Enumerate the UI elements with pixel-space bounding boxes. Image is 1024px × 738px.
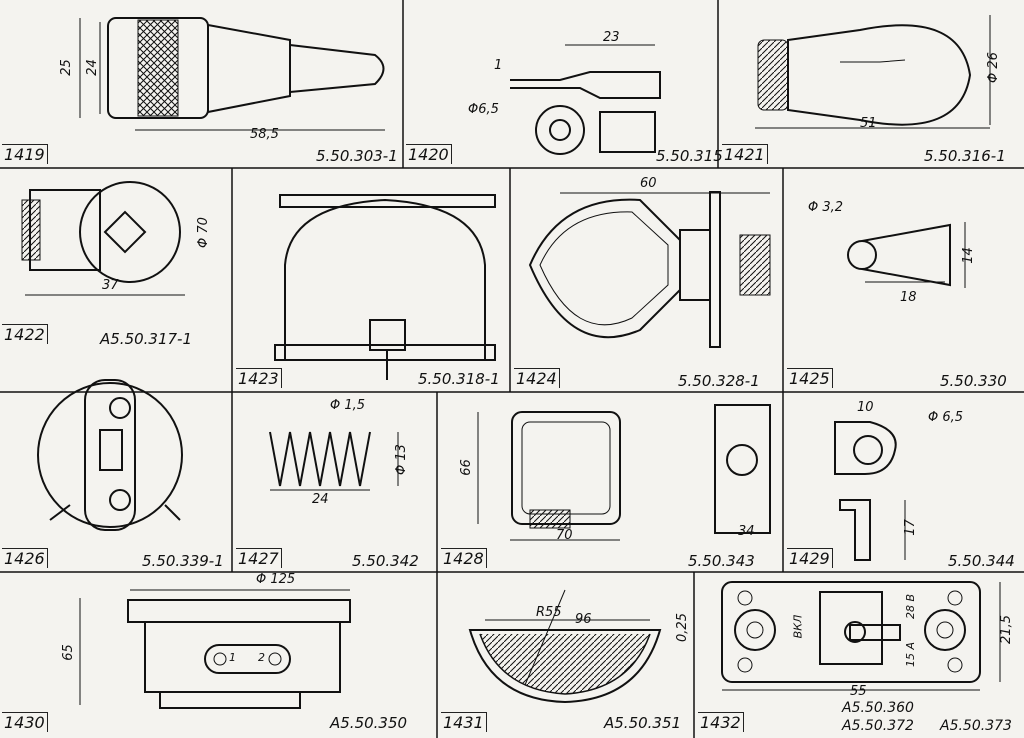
part-number-1421: 1421 xyxy=(722,144,768,164)
part-code-1424: 5.50.328-1 xyxy=(678,372,760,390)
dim-1419-a: 25 xyxy=(58,59,74,76)
part-1427-drawing xyxy=(269,431,399,491)
part-code-1432-b: А5.50.372 xyxy=(842,718,914,734)
part-number-1428: 1428 xyxy=(441,548,487,568)
dim-1425-b: 14 xyxy=(960,247,976,264)
part-1428-drawing xyxy=(477,404,771,541)
dim-1425-a: Φ 3,2 xyxy=(808,200,844,215)
part-code-1425: 5.50.330 xyxy=(940,372,1007,390)
dim-1430-c: 1 xyxy=(229,651,236,664)
dim-1431-c: 0,25 xyxy=(674,613,690,642)
dim-1420-a: 23 xyxy=(603,30,620,45)
part-1429-drawing xyxy=(834,421,906,561)
part-1421-drawing xyxy=(755,15,991,129)
dim-1427-c: 24 xyxy=(312,492,329,507)
part-code-1431: А5.50.351 xyxy=(604,714,682,732)
part-number-1429: 1429 xyxy=(787,548,833,568)
dim-1428-a: 66 xyxy=(458,459,474,476)
part-number-1423: 1423 xyxy=(236,368,282,388)
part-code-1421: 5.50.316-1 xyxy=(924,147,1006,165)
dim-1420-b: 1 xyxy=(494,58,503,73)
part-number-1420: 1420 xyxy=(406,144,452,164)
part-1422-drawing xyxy=(21,181,185,296)
label-1432-current: 15 А xyxy=(904,641,918,668)
dim-1424-a: 60 xyxy=(640,176,657,191)
label-1432-vkl: ВКЛ xyxy=(791,614,805,639)
dim-1429-c: 17 xyxy=(902,519,918,536)
dim-1428-c: 34 xyxy=(738,524,755,539)
dim-1419-c: 58,5 xyxy=(250,127,279,142)
dim-1430-b: 65 xyxy=(60,644,76,661)
part-number-1427: 1427 xyxy=(236,548,282,568)
dim-1432-a: 55 xyxy=(850,684,867,699)
dim-1422-a: Φ 70 xyxy=(195,217,211,248)
part-code-1427: 5.50.342 xyxy=(352,552,419,570)
part-number-1432: 1432 xyxy=(698,712,744,732)
part-1431-drawing xyxy=(468,589,662,704)
part-number-1431: 1431 xyxy=(441,712,487,732)
part-code-1428: 5.50.343 xyxy=(688,552,755,570)
part-1419-drawing xyxy=(79,17,385,131)
part-number-1422: 1422 xyxy=(2,324,48,344)
part-code-1429: 5.50.344 xyxy=(948,552,1015,570)
dim-1431-b: 96 xyxy=(575,612,592,627)
dim-1429-b: Φ 6,5 xyxy=(928,410,964,425)
dim-1430-a: Φ 125 xyxy=(256,572,296,587)
part-code-1422: А5.50.317-1 xyxy=(100,330,193,348)
part-code-1430: А5.50.350 xyxy=(330,714,408,732)
dim-1420-c: Φ6,5 xyxy=(468,102,499,117)
part-1430-drawing xyxy=(79,589,351,709)
part-1425-drawing xyxy=(847,222,966,288)
part-1423-drawing xyxy=(274,194,496,380)
dim-1432-b: 21,5 xyxy=(998,615,1014,644)
dim-1422-b: 37 xyxy=(102,278,119,293)
part-1420-drawing xyxy=(510,44,661,155)
part-1424-drawing xyxy=(528,191,771,348)
part-code-1419: 5.50.303-1 xyxy=(316,147,398,165)
part-1432-drawing xyxy=(721,581,1001,691)
part-code-1432-a: А5.50.360 xyxy=(842,700,914,716)
dim-1430-d: 2 xyxy=(258,651,265,664)
part-1426-drawing xyxy=(37,379,183,531)
part-code-1426: 5.50.339-1 xyxy=(142,552,224,570)
part-number-1424: 1424 xyxy=(514,368,560,388)
part-number-1426: 1426 xyxy=(2,548,48,568)
part-code-1423: 5.50.318-1 xyxy=(418,370,500,388)
dim-1421-a: Φ 26 xyxy=(985,52,1001,83)
dim-1427-a: Φ 1,5 xyxy=(330,398,366,413)
dim-1421-b: 51 xyxy=(860,116,877,131)
part-code-1432-c: А5.50.373 xyxy=(940,718,1012,734)
dim-1419-b: 24 xyxy=(84,59,100,76)
dim-1431-a: R55 xyxy=(536,605,562,620)
dim-1429-a: 10 xyxy=(857,400,874,415)
part-number-1425: 1425 xyxy=(787,368,833,388)
dim-1427-b: Φ 13 xyxy=(393,444,409,475)
part-number-1419: 1419 xyxy=(2,144,48,164)
dim-1425-c: 18 xyxy=(900,290,917,305)
dim-1428-b: 70 xyxy=(556,528,573,543)
label-1432-voltage: 28 В xyxy=(904,593,918,620)
part-number-1430: 1430 xyxy=(2,712,48,732)
part-code-1420: 5.50.315 xyxy=(656,147,723,165)
